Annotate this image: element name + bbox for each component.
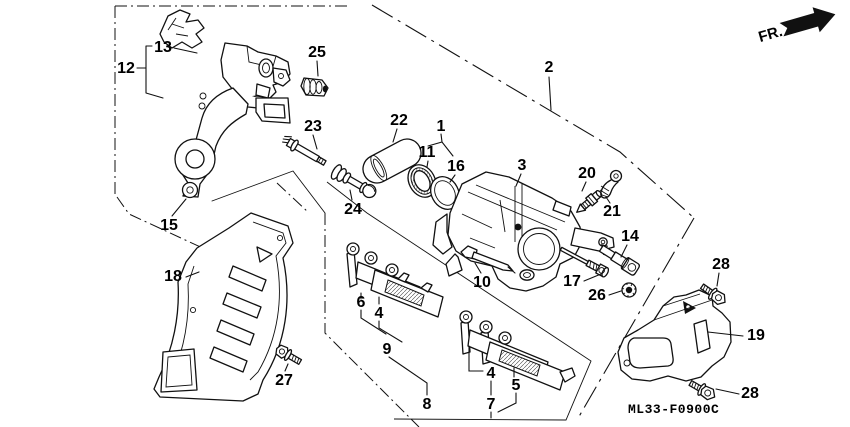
pad-retainer-clip-drawing xyxy=(159,9,205,49)
bleed-valve-drawing xyxy=(576,190,603,213)
part-label-1: 1 xyxy=(437,118,446,135)
part-label-8: 8 xyxy=(423,396,432,413)
part-label-12: 12 xyxy=(117,60,135,77)
guard-bolt-28a-drawing xyxy=(699,283,726,306)
part-label-27: 27 xyxy=(275,372,293,389)
part-label-9: 9 xyxy=(383,341,392,358)
caliper-guard-drawing xyxy=(617,289,732,382)
part-label-13: 13 xyxy=(154,39,172,56)
piston-seal-drawing xyxy=(407,164,437,198)
leader-lines xyxy=(136,45,744,419)
pad-set-front-drawing xyxy=(459,310,576,391)
part-label-5: 5 xyxy=(512,377,521,394)
stopper-nut-drawing xyxy=(621,282,637,298)
pad-set-rear-drawing xyxy=(346,242,444,318)
part-label-24: 24 xyxy=(344,201,362,218)
part-label-7: 7 xyxy=(487,396,496,413)
part-label-16: 16 xyxy=(447,158,465,175)
part-label-11: 11 xyxy=(419,144,436,161)
guard-bolt-drawing xyxy=(275,344,303,365)
dust-seal-drawing xyxy=(430,176,460,210)
caliper-bracket-drawing xyxy=(174,42,291,199)
disc-guard-drawing xyxy=(153,212,294,402)
part-label-14: 14 xyxy=(621,228,639,245)
diagram-part-code: ML33-F0900C xyxy=(628,402,719,417)
part-label-15: 15 xyxy=(160,217,178,234)
pin-bolt-drawing xyxy=(282,135,327,166)
joint-elbow-drawing xyxy=(599,169,623,199)
caliper-body-drawing xyxy=(432,171,615,292)
part-label-19: 19 xyxy=(747,327,765,344)
boot-drawing xyxy=(300,77,329,97)
part-label-17: 17 xyxy=(563,273,581,290)
part-number-labels: 13 12 25 2 22 1 23 11 16 3 20 21 24 15 1… xyxy=(117,39,765,413)
part-label-28a: 28 xyxy=(712,256,730,273)
part-label-4b: 4 xyxy=(487,365,496,382)
pad-spring-drawing xyxy=(460,245,516,274)
part-label-21: 21 xyxy=(603,203,621,220)
part-label-25: 25 xyxy=(308,44,326,61)
guard-bolt-28b-drawing xyxy=(688,380,716,401)
part-label-3: 3 xyxy=(518,157,527,174)
part-label-6: 6 xyxy=(357,294,366,311)
fr-arrow-label: FR. xyxy=(757,23,785,46)
fr-arrow-icon xyxy=(779,7,836,37)
part-label-28b: 28 xyxy=(741,385,759,402)
part-label-18: 18 xyxy=(164,268,182,285)
part-label-20: 20 xyxy=(578,165,596,182)
pin-boot-bolt-drawing xyxy=(330,164,377,199)
part-label-22: 22 xyxy=(390,112,408,129)
part-label-10: 10 xyxy=(473,274,491,291)
hanger-pin-drawing xyxy=(559,246,610,278)
part-label-26: 26 xyxy=(588,287,606,304)
caliper-bolt-drawing xyxy=(598,244,640,276)
part-label-4a: 4 xyxy=(375,305,384,322)
fr-direction-arrow: FR. xyxy=(757,7,836,46)
piston-drawing xyxy=(362,138,422,184)
part-label-2: 2 xyxy=(545,59,554,76)
part-label-23: 23 xyxy=(304,118,322,135)
